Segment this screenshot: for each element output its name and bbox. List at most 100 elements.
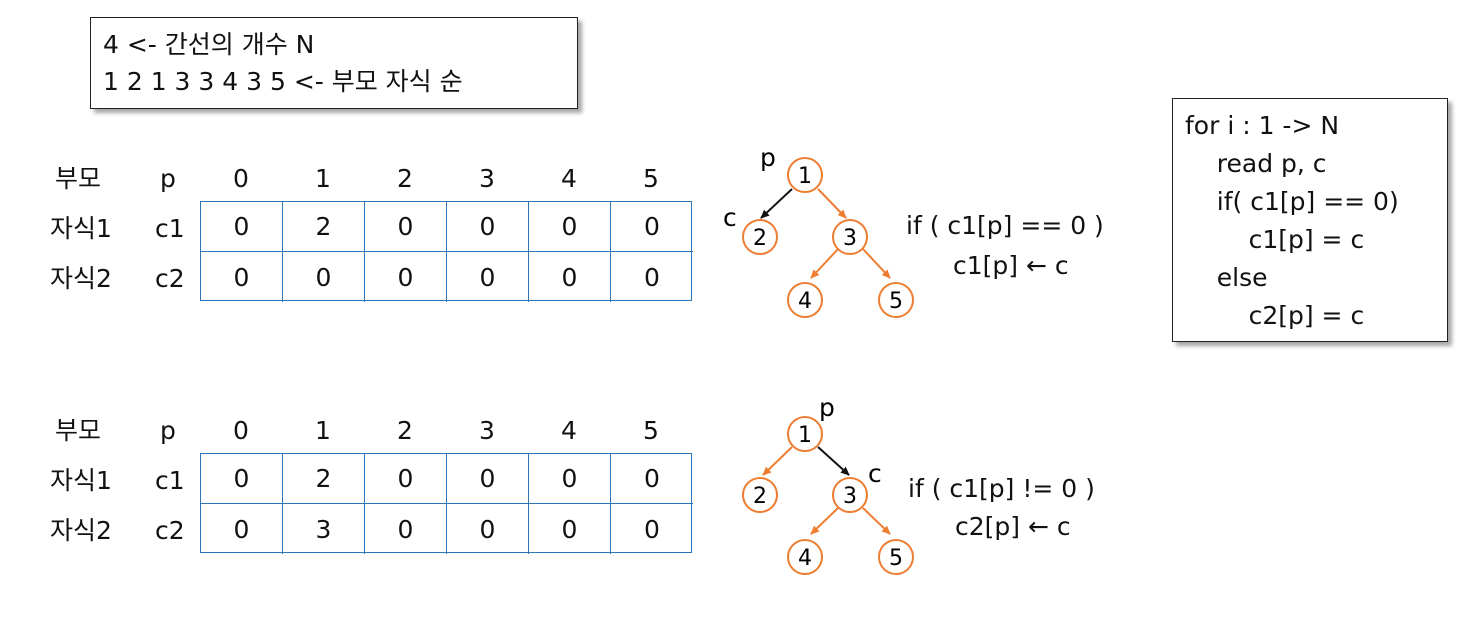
code-line: if( c1[p] == 0) bbox=[1185, 187, 1399, 216]
parent-label: 부모 bbox=[55, 164, 102, 193]
parent-label: 부모 bbox=[55, 416, 102, 445]
tree-edge bbox=[810, 248, 839, 279]
child-pointer-label: c bbox=[868, 459, 882, 488]
index-header: 5 bbox=[643, 416, 659, 445]
tree-node bbox=[832, 219, 868, 255]
tree-node-label: 5 bbox=[889, 289, 903, 314]
c2-cell: 0 bbox=[447, 252, 529, 302]
tree-node-label: 4 bbox=[798, 289, 812, 314]
index-header: 0 bbox=[233, 416, 249, 445]
c1-cell: 2 bbox=[283, 202, 365, 252]
tree-edge bbox=[810, 507, 839, 535]
assignment-text: c2[p] ← c bbox=[955, 512, 1071, 541]
tree-node-label: 2 bbox=[753, 484, 767, 509]
index-header: 2 bbox=[397, 164, 413, 193]
pseudocode-box: for i : 1 -> N read p, c if( c1[p] == 0)… bbox=[1172, 98, 1448, 342]
p-label: p bbox=[160, 416, 176, 445]
c2-label: c2 bbox=[155, 264, 185, 293]
c1-cell: 0 bbox=[611, 454, 693, 504]
tree-node-label: 3 bbox=[843, 226, 857, 251]
index-header: 3 bbox=[479, 416, 495, 445]
child1-label: 자식1 bbox=[50, 214, 112, 243]
tree-edge bbox=[862, 248, 891, 279]
c2-cell: 0 bbox=[529, 504, 611, 554]
tree-edge-highlighted bbox=[817, 446, 850, 476]
tree-node bbox=[742, 219, 778, 255]
binary-tree-diagram: 1 2 3 4 5 p c bbox=[723, 150, 914, 318]
tree-edge bbox=[817, 188, 847, 219]
c2-cell: 0 bbox=[644, 514, 660, 544]
c2-cell: 0 bbox=[201, 252, 283, 302]
tree-node-label: 4 bbox=[798, 546, 812, 571]
condition-text: if ( c1[p] != 0 ) bbox=[908, 474, 1095, 503]
code-line: else bbox=[1185, 263, 1268, 292]
c1-cell: 0 bbox=[529, 202, 611, 252]
c1-cell: 0 bbox=[365, 202, 447, 252]
c1-cell: 2 bbox=[283, 454, 365, 504]
c2-cell: 0 bbox=[447, 504, 529, 554]
code-line: c1[p] = c bbox=[1185, 225, 1365, 254]
tree-edge bbox=[762, 446, 793, 476]
input-line-edge-count: 4 <- 간선의 개수 N bbox=[103, 30, 315, 59]
tree-node bbox=[878, 282, 914, 318]
condition-text: if ( c1[p] == 0 ) bbox=[906, 211, 1104, 240]
index-header: 5 bbox=[643, 164, 659, 193]
tree-node bbox=[742, 477, 778, 513]
step-panel-1: 부모 자식1 자식2 p c1 c2 0 1 2 3 4 5 0 2 0 0 0… bbox=[0, 150, 1480, 350]
tree-node-label: 3 bbox=[843, 484, 857, 509]
c1-cell: 0 bbox=[447, 454, 529, 504]
c1-cell: 0 bbox=[447, 202, 529, 252]
c1-cell: 0 bbox=[201, 454, 283, 504]
index-header: 4 bbox=[561, 164, 577, 193]
c2-label: c2 bbox=[155, 516, 185, 545]
c2-cell: 0 bbox=[365, 252, 447, 302]
input-format-box: 4 <- 간선의 개수 N 1 2 1 3 3 4 3 5 <- 부모 자식 순 bbox=[90, 17, 578, 109]
c1-cell: 0 bbox=[365, 454, 447, 504]
code-line: for i : 1 -> N bbox=[1185, 111, 1340, 140]
tree-node bbox=[787, 157, 823, 193]
c2-cell: 0 bbox=[529, 252, 611, 302]
tree-node bbox=[878, 539, 914, 575]
child2-label: 자식2 bbox=[50, 516, 112, 545]
c2-cell: 0 bbox=[201, 504, 283, 554]
tree-node-label: 1 bbox=[798, 164, 812, 189]
tree-node bbox=[832, 477, 868, 513]
index-header: 3 bbox=[479, 164, 495, 193]
code-line: read p, c bbox=[1185, 149, 1327, 178]
c1-label: c1 bbox=[155, 214, 185, 243]
c1-label: c1 bbox=[155, 466, 185, 495]
c1-cell: 0 bbox=[611, 202, 693, 252]
child1-label: 자식1 bbox=[50, 466, 112, 495]
tree-edge bbox=[862, 507, 891, 535]
binary-tree-diagram: 1 2 3 4 5 p c bbox=[742, 402, 914, 575]
parent-pointer-label: p bbox=[760, 150, 776, 172]
tree-node-label: 1 bbox=[798, 423, 812, 448]
c2-cell: 0 bbox=[365, 504, 447, 554]
c1-cell: 0 bbox=[529, 454, 611, 504]
child2-label: 자식2 bbox=[50, 264, 112, 293]
index-header: 1 bbox=[315, 416, 331, 445]
parent-pointer-label: p bbox=[819, 402, 835, 422]
c2-cell: 0 bbox=[644, 262, 660, 292]
code-line: c2[p] = c bbox=[1185, 301, 1365, 330]
c2-cell: 0 bbox=[283, 252, 365, 302]
input-line-edges: 1 2 1 3 3 4 3 5 <- 부모 자식 순 bbox=[103, 67, 463, 96]
tree-node-label: 2 bbox=[753, 226, 767, 251]
child-array-table: 0 2 0 0 0 0 0 0 0 0 0 0 bbox=[200, 201, 693, 302]
step-panel-2: 부모 자식1 자식2 p c1 c2 0 1 2 3 4 5 0 2 0 0 0… bbox=[0, 402, 1480, 602]
index-header: 1 bbox=[315, 164, 331, 193]
index-header: 2 bbox=[397, 416, 413, 445]
index-header: 4 bbox=[561, 416, 577, 445]
tree-node bbox=[787, 539, 823, 575]
c2-cell: 3 bbox=[283, 504, 365, 554]
assignment-text: c1[p] ← c bbox=[953, 251, 1069, 280]
child-pointer-label: c bbox=[723, 203, 737, 232]
tree-edge-highlighted bbox=[760, 188, 793, 219]
tree-node bbox=[787, 416, 823, 452]
p-label: p bbox=[160, 164, 176, 193]
tree-node-label: 5 bbox=[889, 546, 903, 571]
child-array-table: 0 2 0 0 0 0 0 3 0 0 0 0 bbox=[200, 453, 693, 554]
index-header: 0 bbox=[233, 164, 249, 193]
c1-cell: 0 bbox=[201, 202, 283, 252]
tree-node bbox=[787, 282, 823, 318]
